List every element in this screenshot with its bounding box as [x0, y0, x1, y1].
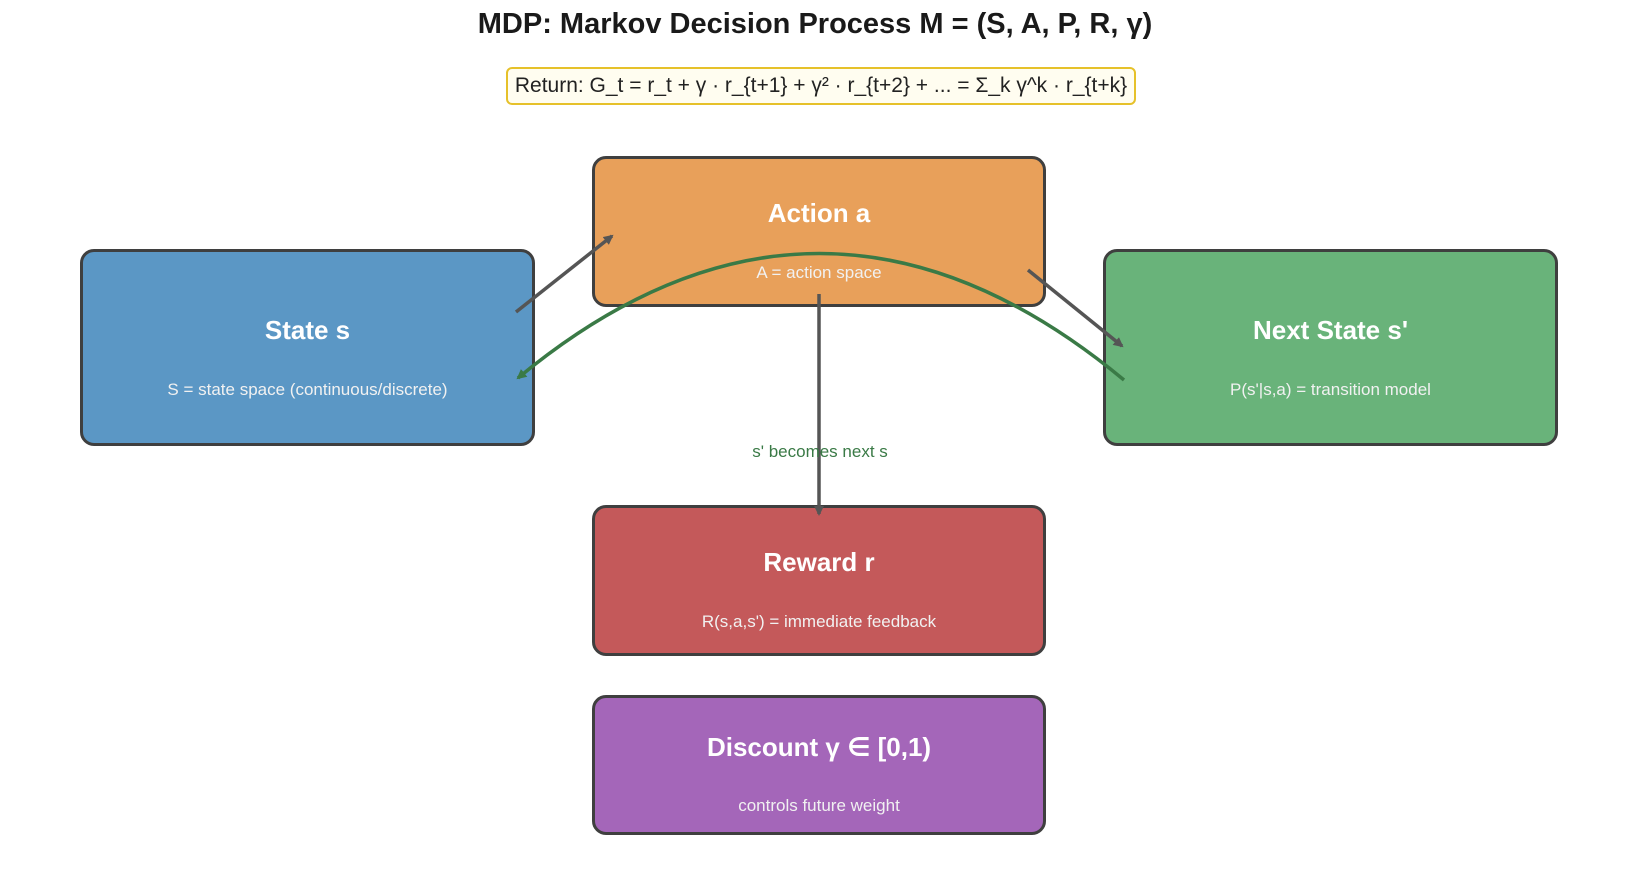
discount-node: Discount γ ∈ [0,1) controls future weigh… [592, 695, 1046, 835]
action-label: Action a [767, 198, 871, 228]
discount-description: controls future weight [738, 796, 900, 815]
state-label: State s [264, 315, 351, 345]
next-state-description: P(s'|s,a) = transition model [1230, 380, 1431, 399]
discount-label: Discount γ ∈ [0,1) [706, 732, 932, 762]
reward-description: R(s,a,s') = immediate feedback [701, 612, 937, 631]
state-node: State s S = state space (continuous/disc… [80, 249, 535, 446]
reward-label: Reward r [763, 547, 875, 577]
state-description: S = state space (continuous/discrete) [167, 380, 448, 399]
next-state-node: Next State s' P(s'|s,a) = transition mod… [1103, 249, 1558, 446]
next-state-label: Next State s' [1252, 315, 1409, 345]
reward-node: Reward r R(s,a,s') = immediate feedback [592, 505, 1046, 656]
return-formula: Return: G_t = r_t + γ · r_{t+1} + γ² · r… [506, 67, 1136, 105]
action-description: A = action space [756, 263, 882, 282]
loop-label: s' becomes next s [752, 442, 888, 461]
diagram-title: MDP: Markov Decision Process M = (S, A, … [477, 8, 1153, 40]
action-node: Action a A = action space [592, 156, 1046, 307]
